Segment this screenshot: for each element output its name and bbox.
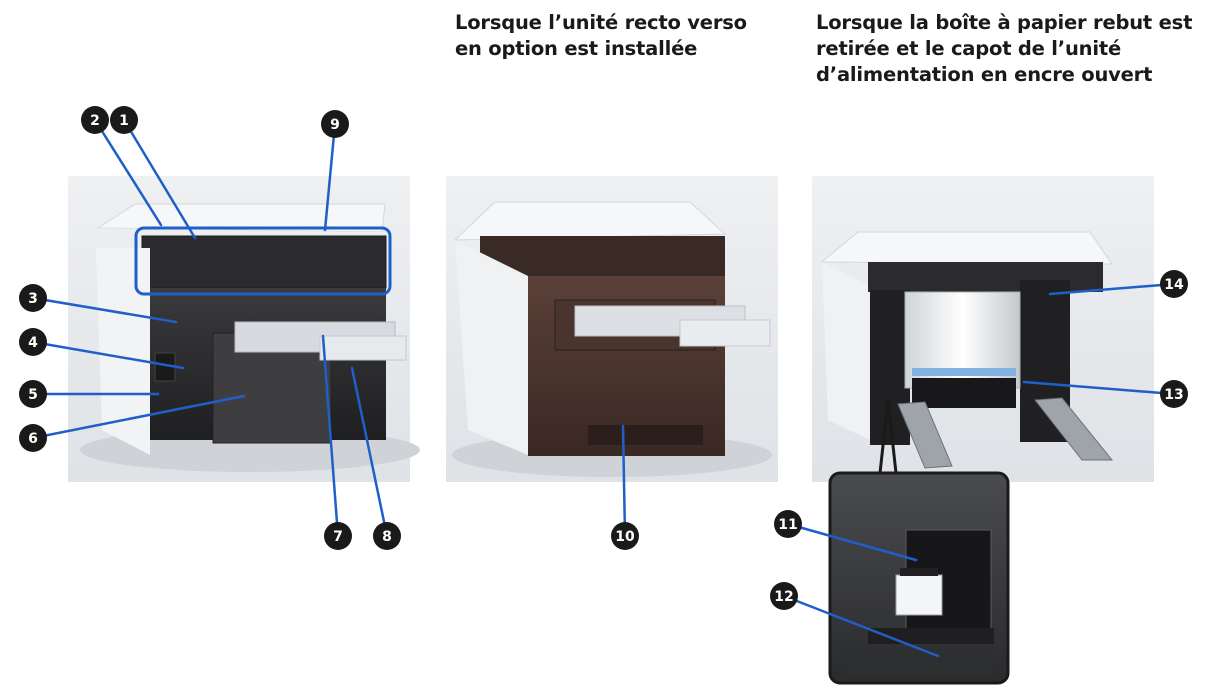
callout-label-2: 2 [90,113,100,129]
callout-label-13: 13 [1164,387,1183,403]
photo-printer-waste-box-removed [812,176,1154,482]
callout-14: 14 [1160,270,1188,298]
callout-7: 7 [324,522,352,550]
callout-4: 4 [19,328,47,356]
callout-3: 3 [19,284,47,312]
callout-9: 9 [321,110,349,138]
callout-label-14: 14 [1164,277,1184,293]
callout-label-6: 6 [28,431,38,447]
callout-11: 11 [774,510,802,538]
callout-label-11: 11 [778,517,797,533]
callout-8: 8 [373,522,401,550]
callout-2: 2 [81,106,109,134]
inset-waste-box-closeup [830,473,1008,683]
callout-13: 13 [1160,380,1188,408]
photo-printer-duplex [446,176,778,482]
callout-label-3: 3 [28,291,38,307]
callout-label-9: 9 [330,117,340,133]
callout-label-1: 1 [119,113,129,129]
callout-label-8: 8 [382,529,392,545]
callout-12: 12 [770,582,798,610]
callout-label-12: 12 [774,589,793,605]
callout-label-4: 4 [28,335,38,351]
callout-5: 5 [19,380,47,408]
callout-6: 6 [19,424,47,452]
callout-10: 10 [611,522,639,550]
callout-label-7: 7 [333,529,343,545]
callout-label-10: 10 [615,529,635,545]
callout-1: 1 [110,106,138,134]
callout-label-5: 5 [28,387,38,403]
